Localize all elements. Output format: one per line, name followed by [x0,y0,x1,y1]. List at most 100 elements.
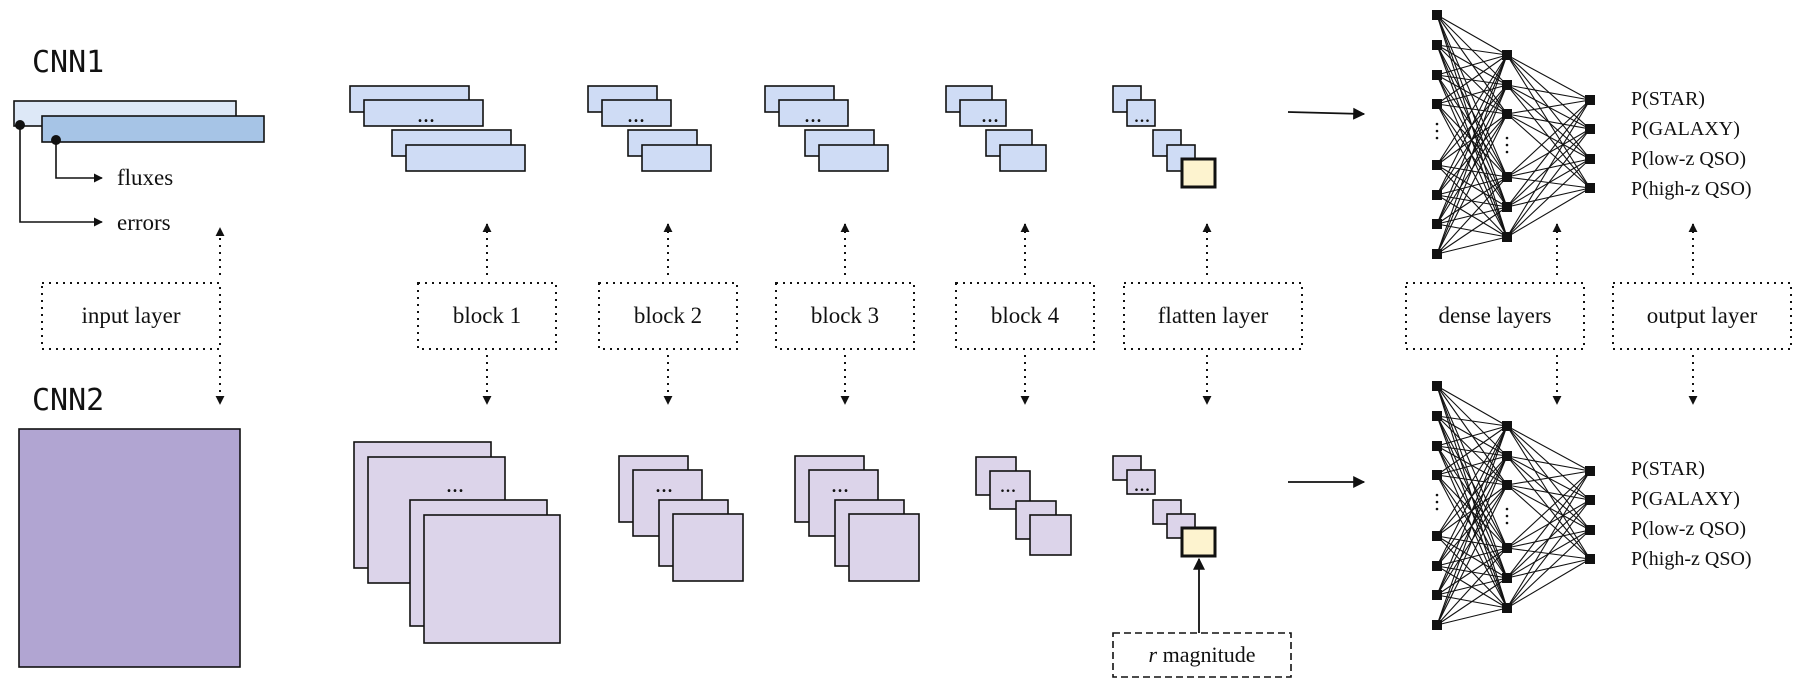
network-node [1432,620,1442,630]
cnn2-block3: ... [794,455,920,582]
network-edge [1506,84,1591,101]
ellipsis: ... [1134,471,1151,496]
block1-box [417,282,557,350]
network-edge [1506,158,1591,238]
network-node [1432,381,1442,391]
network-edge [1506,113,1591,130]
output-prob-label: P(STAR) [1631,458,1705,480]
network-edge [1436,385,1508,549]
cnn2-block2: ... [618,455,744,582]
network-edge [1506,470,1591,549]
input-layer-box [41,282,221,350]
dense-layers-label: dense layers [1438,303,1551,328]
cnn1-input: fluxes errors [13,100,265,235]
cnn1-block1: ... [349,85,526,172]
network-edge [1436,176,1508,196]
flatten-layer-box [1123,282,1303,350]
network-edge [1436,14,1508,178]
network-edge [1506,128,1591,238]
network-edge [1436,14,1508,56]
block3-label: block 3 [811,303,879,328]
network-node [1432,590,1442,600]
output-prob-label: P(low-z QSO) [1631,518,1746,540]
output-prob-label: P(high-z QSO) [1631,178,1752,200]
network-node [1432,99,1442,109]
network-edge [1436,54,1508,105]
cnn1-title: CNN1 [32,45,104,80]
ellipsis: ... [804,102,822,128]
network-edge [1436,607,1508,626]
output-prob-label: P(high-z QSO) [1631,548,1752,570]
network-edge [1506,113,1591,160]
network-edge [1436,54,1508,166]
network-node [1432,249,1442,259]
flatten-output-node [1180,157,1217,189]
network-node [1432,70,1442,80]
ellipsis: ... [831,472,849,498]
flatten-to-dense-arrow-top [1287,107,1366,120]
network-node [1502,80,1512,90]
network-edge [1436,54,1508,225]
network-node [1585,466,1595,476]
network-node [1432,470,1442,480]
network-edge [1436,484,1508,626]
network-node [1585,124,1595,134]
network-node [1502,202,1512,212]
outputs-top: P(STAR) P(GALAXY) P(low-z QSO) P(high-z … [1631,88,1752,200]
network-node [1432,441,1442,451]
dense-network-top [1432,10,1595,259]
network-node [1502,421,1512,431]
network-node [1432,531,1442,541]
cnn2-input-image [18,428,241,668]
network-edge [1506,499,1591,609]
network-edge [1436,547,1508,626]
network-edge [1436,577,1508,626]
network-edge [1436,455,1508,626]
output-prob-label: P(GALAXY) [1631,488,1740,510]
r-magnitude-label: r magnitude [1149,642,1256,667]
ellipsis: ... [417,102,435,128]
network-edge [1436,84,1508,255]
network-edge [1506,99,1591,178]
r-magnitude-box [1112,632,1292,678]
network-edge [1506,99,1591,208]
network-node [1585,525,1595,535]
network-node [1502,480,1512,490]
network-edge [1506,99,1591,115]
network-node [1432,219,1442,229]
network-node [1502,543,1512,553]
errors-label: errors [117,210,171,235]
ellipsis: ... [655,472,673,498]
network-node [1502,232,1512,242]
ellipsis: ... [1134,102,1151,127]
ellipsis: ... [627,102,645,128]
output-prob-label: P(low-z QSO) [1631,148,1746,170]
output-prob-label: P(GALAXY) [1631,118,1740,140]
ellipsis: ... [446,472,464,498]
network-node [1502,50,1512,60]
network-node [1585,495,1595,505]
output-layer-label: output layer [1647,303,1758,328]
cnn1-block4: ... [945,85,1047,172]
network-edge [1436,236,1508,255]
label-boxes: input layer block 1 block 2 block 3 bloc… [41,282,1792,350]
network-edge [1436,206,1508,255]
network-node [1432,190,1442,200]
flatten-output-node [1180,526,1217,558]
network-edge [1436,547,1508,567]
output-layer-box [1612,282,1792,350]
network-edge [1436,535,1508,549]
network-edge [1506,455,1591,472]
network-edge [1506,113,1591,189]
network-edge [1436,425,1508,596]
network-edge [1506,484,1591,560]
block4-label: block 4 [991,303,1060,328]
network-edge [1506,425,1591,472]
errors-arrow [19,125,103,227]
network-edge [1506,529,1591,609]
dotted-arrows [215,223,1698,405]
network-node [1585,554,1595,564]
block4-box [955,282,1095,350]
